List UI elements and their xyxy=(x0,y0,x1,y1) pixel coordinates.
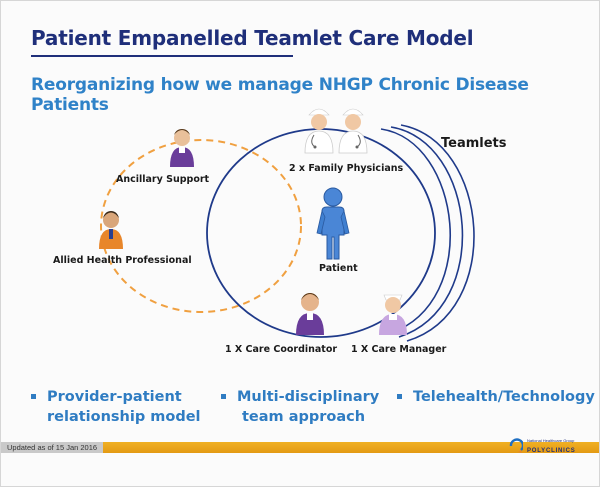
bullet-line1: Telehealth/Technology xyxy=(413,389,595,405)
allied-health-person-icon xyxy=(99,211,123,249)
label-allied-health-professional: Allied Health Professional xyxy=(53,255,192,266)
logo-brand-name: POLYCLINICS xyxy=(527,448,576,454)
care-coordinator-person-icon xyxy=(296,293,324,335)
footer-bar: Updated as of 15 Jan 2016 xyxy=(1,442,599,453)
bullet-marker xyxy=(31,394,36,399)
label-care-manager: 1 X Care Manager xyxy=(351,344,447,355)
care-manager-nurse-icon xyxy=(379,294,407,335)
label-patient: Patient xyxy=(319,263,358,274)
family-physician-1-icon xyxy=(304,108,334,154)
label-care-coordinator: 1 X Care Coordinator xyxy=(225,344,338,355)
teamlet-arc-1 xyxy=(380,128,451,334)
bullet-telehealth: Telehealth/Technology xyxy=(397,387,595,407)
bullet-marker xyxy=(221,394,226,399)
care-model-diagram xyxy=(99,108,475,342)
patient-figure-icon xyxy=(316,187,350,260)
bullet-provider-patient: Provider-patient relationship model xyxy=(31,387,201,427)
nhg-polyclinics-logo: National Healthcare Group POLYCLINICS xyxy=(509,436,587,460)
updated-date-text: Updated as of 15 Jan 2016 xyxy=(1,442,104,453)
teamlet-arc-2 xyxy=(390,126,464,338)
nhg-logo-mark-icon xyxy=(509,438,523,453)
slide-subtitle: Reorganizing how we manage NHGP Chronic … xyxy=(31,75,529,115)
bullet-multi-disciplinary: Multi-disciplinary team approach xyxy=(221,387,380,427)
slide-title: Patient Empanelled Teamlet Care Model xyxy=(31,26,474,50)
family-physician-2-icon xyxy=(338,108,368,154)
label-teamlets: Teamlets xyxy=(441,136,507,151)
title-underline xyxy=(31,55,293,57)
teamlet-arc-3 xyxy=(400,124,475,342)
bullet-line1: Multi-disciplinary xyxy=(237,389,380,405)
bullet-marker xyxy=(397,394,402,399)
bullet-line2: relationship model xyxy=(47,409,201,425)
logo-org-name: National Healthcare Group xyxy=(527,438,575,443)
dashed-extended-team-ring xyxy=(100,139,302,313)
bullet-line1: Provider-patient xyxy=(47,389,182,405)
ancillary-support-person-icon xyxy=(170,129,194,167)
label-ancillary-support: Ancillary Support xyxy=(116,174,210,185)
bullet-line2: team approach xyxy=(242,409,366,425)
label-family-physicians: 2 x Family Physicians xyxy=(289,163,404,174)
